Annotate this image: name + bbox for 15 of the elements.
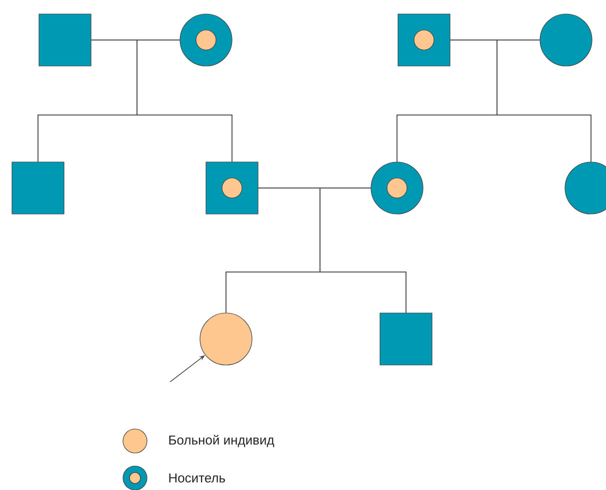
carrier-dot [386, 178, 408, 198]
legend-label: Больной индивид [169, 434, 274, 448]
square-symbol [380, 312, 432, 366]
carrier-dot [414, 30, 434, 50]
carrier-dot [196, 30, 216, 50]
pedigree-line [136, 40, 232, 162]
pedigree-line [320, 188, 406, 314]
legend-label: Носитель [169, 473, 226, 483]
square-symbol [38, 14, 92, 66]
square-symbol [12, 162, 64, 214]
pedigree-line [496, 40, 592, 162]
circle-symbol [200, 312, 252, 366]
circle-symbol [564, 162, 606, 214]
circle-symbol [540, 14, 592, 66]
carrier-dot [222, 178, 242, 198]
